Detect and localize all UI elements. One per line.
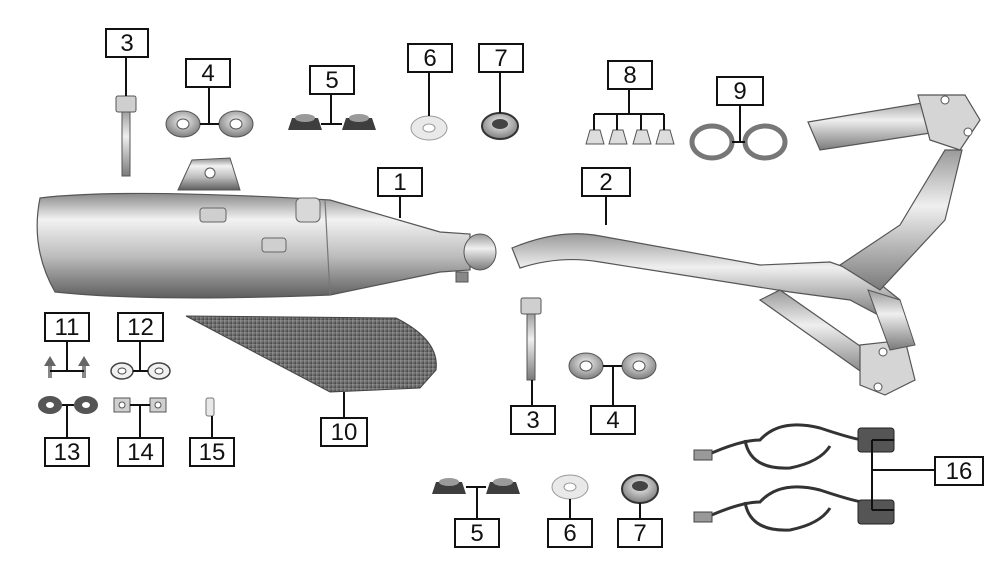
bolt-upper <box>115 95 137 177</box>
callout-11: 11 <box>44 312 90 342</box>
callout-16: 16 <box>934 456 984 486</box>
spacer-upper-6 <box>410 115 448 141</box>
callout-12: 12 <box>117 312 164 342</box>
callout-5-upper: 5 <box>309 65 355 95</box>
callout-3-lower: 3 <box>510 405 556 435</box>
header-pipe <box>511 94 981 396</box>
callout-6-upper: 6 <box>407 43 453 73</box>
muffler <box>36 157 497 299</box>
callout-13: 13 <box>44 437 90 467</box>
callout-7-upper: 7 <box>478 43 524 73</box>
callout-9: 9 <box>716 76 764 106</box>
callout-6-lower: 6 <box>547 518 593 548</box>
clip-nut-pair-14 <box>113 397 167 413</box>
callout-2: 2 <box>581 167 631 197</box>
washer-pair-13 <box>38 396 98 414</box>
callout-1: 1 <box>377 167 423 197</box>
callout-4-lower: 4 <box>590 405 636 435</box>
callout-15: 15 <box>189 437 235 467</box>
nut-pair-lower-5 <box>432 478 520 494</box>
callout-3-upper: 3 <box>105 28 149 58</box>
callout-4-upper: 4 <box>185 58 231 88</box>
heat-shield <box>185 315 437 393</box>
grommet-lower-7 <box>621 474 659 504</box>
callout-10: 10 <box>320 417 368 447</box>
callout-7-lower: 7 <box>617 518 663 548</box>
leader-lines <box>50 56 934 518</box>
clip-set-8 <box>585 129 675 145</box>
callout-14: 14 <box>117 437 164 467</box>
nut-pair-upper-5 <box>288 114 376 130</box>
grommet-upper-7 <box>481 112 519 140</box>
oxygen-sensor-pair <box>693 423 895 532</box>
callout-5-lower: 5 <box>454 518 500 548</box>
washer-pair-lower-4 <box>568 352 657 380</box>
pin-15 <box>205 397 215 417</box>
spacer-lower-6 <box>551 474 589 500</box>
bolt-lower <box>520 297 542 381</box>
callout-8: 8 <box>607 60 653 90</box>
